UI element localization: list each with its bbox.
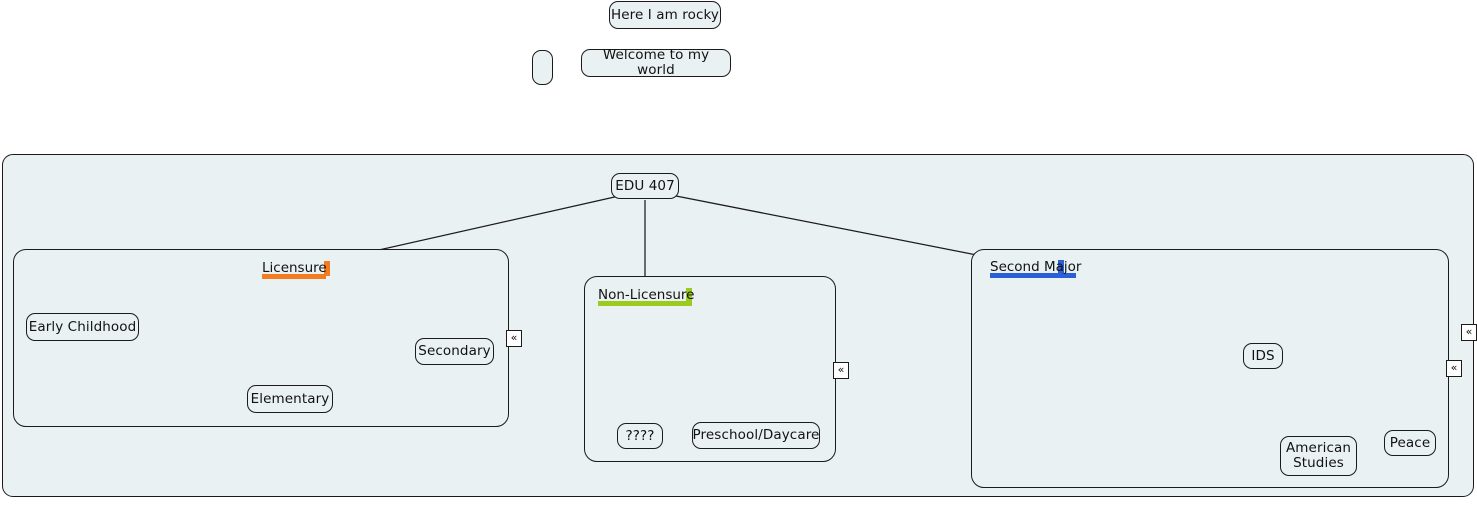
node-elementary[interactable]: Elementary bbox=[247, 385, 333, 413]
group-second-major[interactable] bbox=[971, 249, 1449, 488]
node-american-studies[interactable]: American Studies bbox=[1280, 436, 1357, 476]
collapse-handle-non-licensure-group[interactable]: « bbox=[833, 362, 849, 379]
label-second-major-underline bbox=[990, 273, 1076, 278]
node-edu-407[interactable]: EDU 407 bbox=[611, 173, 679, 199]
label-non-licensure[interactable]: Non-Licensure bbox=[598, 287, 695, 306]
node-secondary[interactable]: Secondary bbox=[415, 338, 494, 365]
node-early-childhood[interactable]: Early Childhood bbox=[26, 313, 139, 341]
note-welcome-to-my-world[interactable]: Welcome to my world bbox=[581, 48, 731, 78]
label-second-major[interactable]: Second Major bbox=[990, 259, 1082, 278]
collapse-handle-second-major-group[interactable]: « bbox=[1446, 360, 1462, 377]
label-non-licensure-underline bbox=[598, 301, 692, 306]
collapse-handle-outer-group[interactable]: « bbox=[1461, 324, 1477, 341]
node-unknown[interactable]: ???? bbox=[617, 423, 663, 449]
label-second-major-text: Second Major bbox=[990, 259, 1082, 275]
label-licensure-text: Licensure bbox=[262, 260, 327, 276]
note-here-i-am-rocky[interactable]: Here I am rocky bbox=[609, 1, 721, 29]
label-non-licensure-marker bbox=[686, 288, 692, 303]
note-blank[interactable] bbox=[532, 50, 553, 85]
label-licensure[interactable]: Licensure bbox=[262, 260, 330, 279]
node-preschool-daycare[interactable]: Preschool/Daycare bbox=[692, 422, 820, 449]
label-second-major-marker bbox=[1058, 260, 1064, 275]
collapse-handle-licensure-group[interactable]: « bbox=[506, 330, 522, 347]
node-peace[interactable]: Peace bbox=[1384, 430, 1436, 456]
node-ids[interactable]: IDS bbox=[1243, 343, 1283, 369]
label-non-licensure-text: Non-Licensure bbox=[598, 287, 695, 303]
label-licensure-marker bbox=[324, 261, 330, 276]
